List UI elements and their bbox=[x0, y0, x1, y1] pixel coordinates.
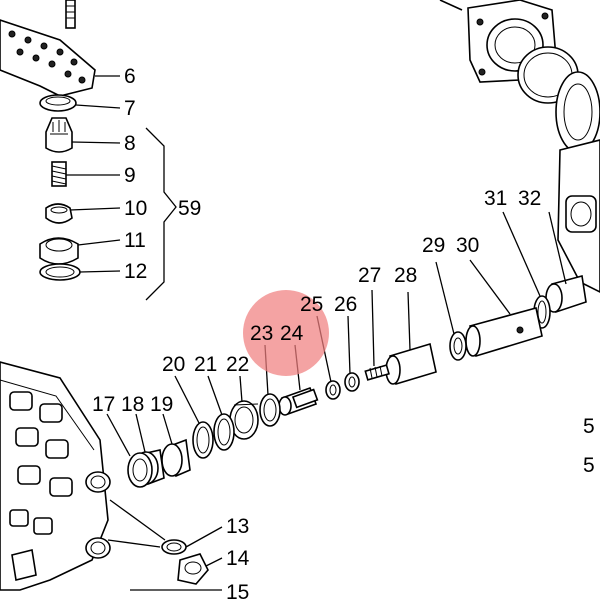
valve-part-8 bbox=[45, 117, 73, 153]
label-20: 20 bbox=[162, 353, 185, 376]
label-17: 17 bbox=[92, 393, 115, 416]
label-15: 15 bbox=[226, 581, 249, 600]
label-26: 26 bbox=[334, 293, 357, 316]
label-29: 29 bbox=[422, 234, 445, 257]
spring-part-9 bbox=[51, 161, 67, 187]
label-7: 7 bbox=[124, 97, 136, 120]
label-18: 18 bbox=[121, 393, 144, 416]
o-ring-part-12 bbox=[39, 263, 81, 281]
label-10: 10 bbox=[124, 197, 147, 220]
label-13: 13 bbox=[226, 515, 249, 538]
label-9: 9 bbox=[124, 164, 136, 187]
label-31: 31 bbox=[484, 187, 507, 210]
seal-part-7 bbox=[39, 94, 77, 112]
cup-part-11 bbox=[39, 237, 79, 265]
label-22: 22 bbox=[226, 353, 249, 376]
label-5a: 5 bbox=[583, 415, 595, 438]
label-12: 12 bbox=[124, 260, 147, 283]
label-21: 21 bbox=[194, 353, 217, 376]
label-14: 14 bbox=[226, 547, 250, 570]
label-30: 30 bbox=[456, 234, 479, 257]
label-19: 19 bbox=[150, 393, 173, 416]
label-23: 23 bbox=[250, 322, 273, 345]
label-6: 6 bbox=[124, 65, 136, 88]
part-number-labels: 5 5 6 7 8 9 10 11 12 59 13 14 15 17 18 1… bbox=[92, 65, 595, 600]
label-24: 24 bbox=[280, 322, 304, 345]
label-27: 27 bbox=[358, 264, 381, 287]
part-24-highlight-marker bbox=[243, 290, 329, 376]
pump-housing-top bbox=[439, 0, 600, 293]
shaft-assembly bbox=[127, 274, 587, 488]
leader-lines-left bbox=[66, 75, 177, 301]
label-11: 11 bbox=[124, 229, 146, 252]
label-59: 59 bbox=[178, 197, 201, 220]
label-28: 28 bbox=[394, 264, 417, 287]
manifold-plate bbox=[0, 0, 96, 97]
valve-seat-part-10 bbox=[45, 203, 73, 224]
valve-body-bottom bbox=[0, 361, 111, 591]
label-8: 8 bbox=[124, 132, 136, 155]
plug-parts-13-15 bbox=[107, 499, 223, 591]
label-5b: 5 bbox=[583, 454, 595, 477]
label-25: 25 bbox=[300, 293, 323, 316]
label-32: 32 bbox=[518, 187, 541, 210]
